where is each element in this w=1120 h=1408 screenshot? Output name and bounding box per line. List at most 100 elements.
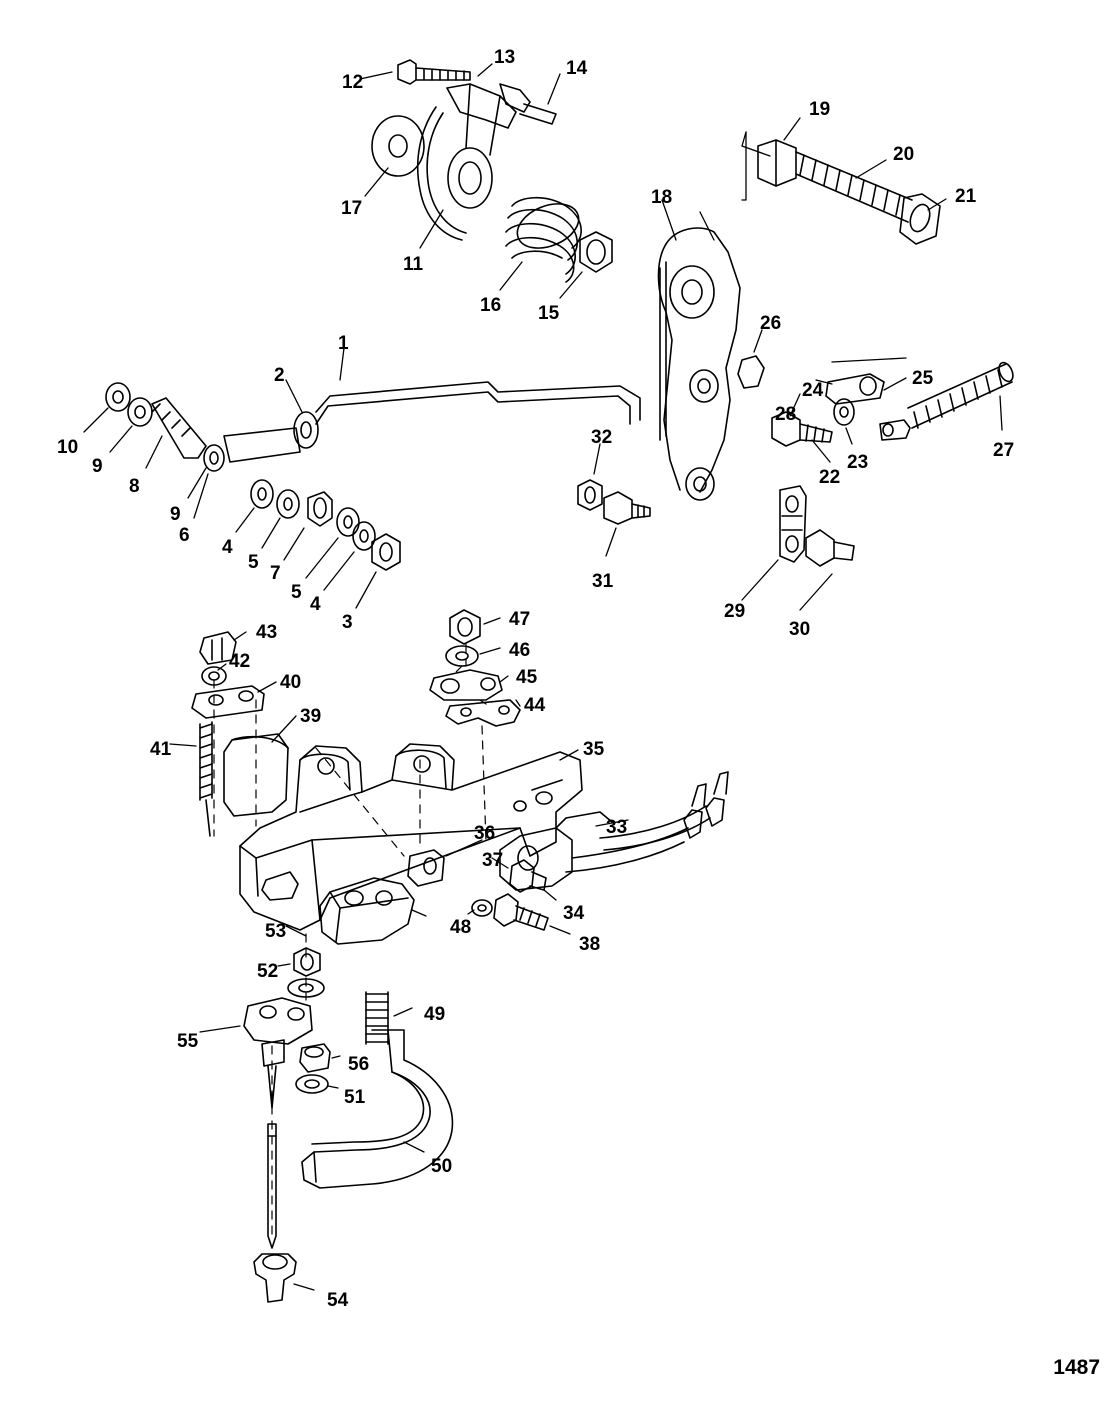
- callout-33: 33: [606, 817, 628, 838]
- callout-43: 43: [256, 622, 278, 643]
- part-35-main-bracket: [239, 743, 583, 931]
- part-2-bushing: [293, 411, 319, 449]
- part-12-screw: [397, 59, 417, 85]
- part-43-clip: [199, 631, 237, 665]
- part-linkage-bar: [223, 427, 301, 463]
- part-30-screw: [805, 529, 855, 567]
- callout-46: 46: [509, 640, 531, 661]
- part-5-washer-b: [336, 507, 360, 537]
- callout-39: 39: [300, 706, 322, 727]
- callout-31: 31: [592, 571, 614, 592]
- part-52-nut: [293, 947, 321, 977]
- part-28-bolt: [771, 411, 833, 447]
- part-53-cam: [319, 877, 415, 945]
- callout-53: 53: [265, 921, 287, 942]
- part-37-34-screw: [509, 859, 547, 893]
- callout-45: 45: [516, 667, 538, 688]
- part-27-spring: [907, 361, 1014, 429]
- callout-16: 16: [480, 295, 502, 316]
- part-8-bolt: [151, 397, 207, 459]
- callout-15: 15: [538, 303, 560, 324]
- callout-7: 7: [270, 563, 281, 584]
- callout-3: 3: [342, 612, 353, 633]
- callout-51: 51: [344, 1087, 366, 1108]
- part-18-lever-plate: [657, 227, 741, 501]
- part-52-washer: [287, 978, 325, 998]
- part-14-stud: [499, 83, 531, 113]
- part-10-washer: [105, 382, 131, 412]
- part-7-spacer: [307, 491, 333, 527]
- callout-6: 6: [179, 525, 190, 546]
- callout-9-a: 9: [92, 456, 103, 477]
- callout-4-b: 4: [310, 594, 321, 615]
- part-23-washer: [833, 398, 855, 426]
- callout-55: 55: [177, 1031, 199, 1052]
- callout-21: 21: [955, 186, 977, 207]
- callout-27: 27: [993, 440, 1015, 461]
- part-55-shaft: [267, 1123, 277, 1249]
- part-16-coil: [505, 196, 582, 283]
- callout-17: 17: [341, 198, 363, 219]
- callout-24: 24: [802, 380, 824, 401]
- callout-4-a: 4: [222, 537, 233, 558]
- part-40-plate: [191, 685, 265, 719]
- callout-12: 12: [342, 72, 364, 93]
- callout-11: 11: [403, 254, 424, 275]
- callout-35: 35: [583, 739, 605, 760]
- callout-30: 30: [789, 619, 811, 640]
- callout-56: 56: [348, 1054, 370, 1075]
- callout-50: 50: [431, 1156, 453, 1177]
- callout-32: 32: [591, 427, 613, 448]
- callout-36: 36: [474, 823, 496, 844]
- callout-40: 40: [280, 672, 302, 693]
- part-45-lever: [429, 669, 503, 701]
- callout-52: 52: [257, 961, 279, 982]
- callout-48: 48: [450, 917, 472, 938]
- part-5-washer-a: [276, 489, 300, 519]
- callout-26: 26: [760, 313, 782, 334]
- part-50-shift-handle: [301, 1029, 454, 1189]
- part-49-spring: [365, 991, 389, 1045]
- part-1-rod: [315, 381, 641, 425]
- part-47-nut: [449, 609, 481, 645]
- callout-38: 38: [579, 934, 601, 955]
- callout-5-a: 5: [248, 552, 259, 573]
- part-19-20-21-bolt: [757, 139, 941, 245]
- callout-20: 20: [893, 144, 915, 165]
- callout-42: 42: [229, 651, 251, 672]
- part-31-screw: [603, 491, 651, 525]
- callout-49: 49: [424, 1004, 446, 1025]
- callout-28: 28: [775, 404, 797, 425]
- part-6-collar: [203, 444, 225, 472]
- callout-44: 44: [524, 695, 546, 716]
- part-36-bushing: [407, 849, 445, 887]
- part-15-nut: [579, 231, 613, 273]
- callout-23: 23: [847, 452, 869, 473]
- callout-54: 54: [327, 1290, 349, 1311]
- part-54-grommet: [253, 1253, 297, 1303]
- callout-25: 25: [912, 368, 934, 389]
- part-29-link: [779, 485, 807, 563]
- callout-10: 10: [57, 437, 79, 458]
- part-24-link: [825, 373, 885, 405]
- callout-41: 41: [150, 739, 172, 760]
- part-38-screw: [493, 893, 549, 931]
- part-46-washer: [445, 645, 479, 667]
- callout-47: 47: [509, 609, 531, 630]
- part-56-bushing: [299, 1043, 331, 1073]
- callout-1: 1: [338, 333, 349, 354]
- part-51-washer: [295, 1074, 329, 1094]
- part-41-spring: [199, 721, 213, 837]
- part-9-washer-a: [127, 397, 153, 427]
- part-17-washer: [371, 115, 425, 177]
- part-48-washer: [471, 899, 493, 917]
- callout-14: 14: [566, 58, 588, 79]
- figure-number: 1487: [1053, 1356, 1100, 1379]
- callout-22: 22: [819, 467, 841, 488]
- part-39-housing: [223, 733, 289, 817]
- part-22-rod-end: [879, 419, 911, 441]
- part-55-clamp: [243, 997, 313, 1109]
- callout-37: 37: [482, 850, 504, 871]
